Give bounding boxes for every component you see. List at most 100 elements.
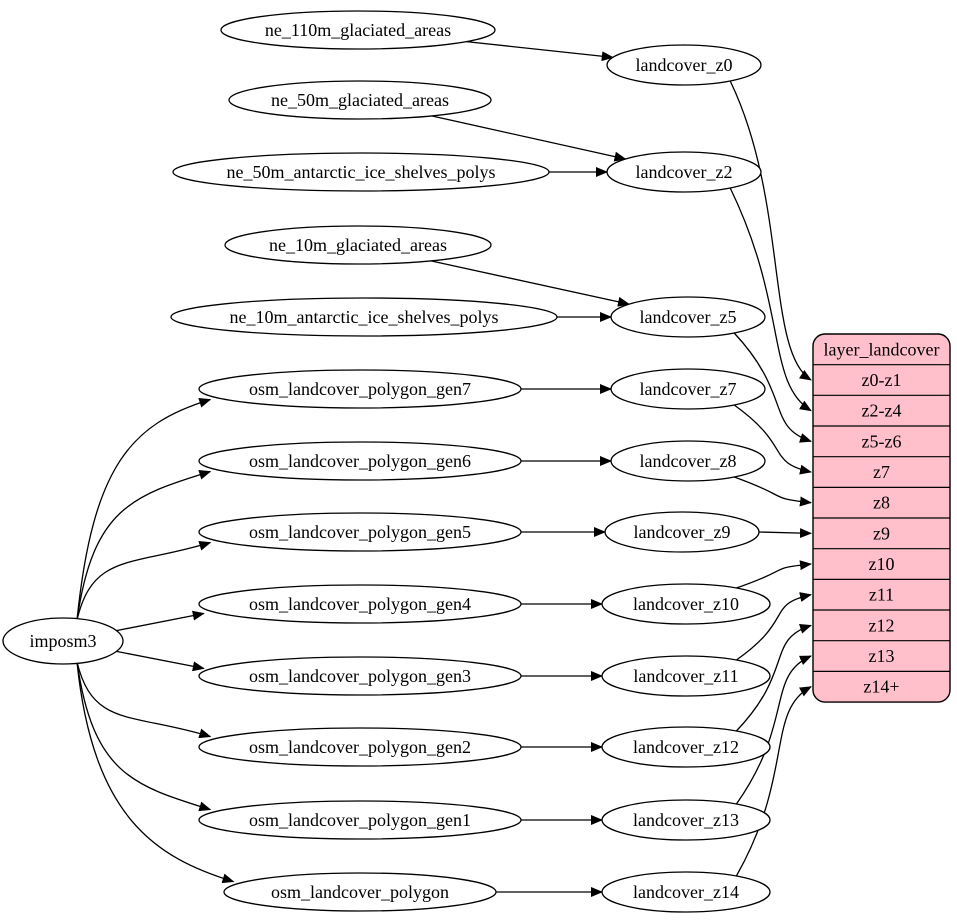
node-label-osm_landcover_polygon_gen3: osm_landcover_polygon_gen3 xyxy=(249,666,471,686)
record-title: layer_landcover xyxy=(824,339,940,359)
node-shape-landcover_z11 xyxy=(601,655,771,697)
node-label-osm_landcover_polygon_gen6: osm_landcover_polygon_gen6 xyxy=(249,451,471,471)
record-row-z8: z8 xyxy=(873,493,890,513)
node-shape-osm_landcover_polygon xyxy=(223,872,497,912)
node-ne_10m_antarctic_ice_shelves_polys: ne_10m_antarctic_ice_shelves_polys xyxy=(170,297,558,337)
node-label-osm_landcover_polygon_gen4: osm_landcover_polygon_gen4 xyxy=(249,594,471,614)
edge-landcover_z5-to-layer_landcover-z5-z6 xyxy=(733,332,812,443)
node-osm_landcover_polygon_gen1: osm_landcover_polygon_gen1 xyxy=(198,800,522,840)
node-shape-ne_10m_glaciated_areas xyxy=(224,225,492,265)
node-landcover_z5: landcover_z5 xyxy=(610,296,766,338)
edge-landcover_z8-to-layer_landcover-z8 xyxy=(733,476,812,507)
node-imposm3: imposm3 xyxy=(2,617,124,665)
node-landcover_z8: landcover_z8 xyxy=(610,440,766,482)
node-label-osm_landcover_polygon_gen2: osm_landcover_polygon_gen2 xyxy=(249,737,471,757)
edge-imposm3-to-osm_landcover_polygon_gen6 xyxy=(76,469,212,621)
record-row-z7: z7 xyxy=(873,462,890,482)
node-landcover_z10: landcover_z10 xyxy=(601,583,771,625)
edge-imposm3-to-osm_landcover_polygon_gen5 xyxy=(76,540,212,621)
node-shape-landcover_z5 xyxy=(610,296,766,338)
node-shape-osm_landcover_polygon_gen7 xyxy=(198,369,522,409)
node-shape-landcover_z14 xyxy=(601,871,771,913)
node-shape-ne_50m_antarctic_ice_shelves_polys xyxy=(172,152,550,192)
node-shape-imposm3 xyxy=(2,617,124,665)
edge-landcover_z13-to-layer_landcover-z13 xyxy=(735,655,812,805)
node-shape-landcover_z10 xyxy=(601,583,771,625)
node-ne_10m_glaciated_areas: ne_10m_glaciated_areas xyxy=(224,225,492,265)
node-shape-landcover_z7 xyxy=(610,368,766,410)
edge-ne_50m_glaciated_areas-to-landcover_z2 xyxy=(431,115,627,162)
node-osm_landcover_polygon_gen3: osm_landcover_polygon_gen3 xyxy=(198,656,522,696)
node-label-landcover_z14: landcover_z14 xyxy=(633,882,739,902)
node-osm_landcover_polygon_gen4: osm_landcover_polygon_gen4 xyxy=(198,584,522,624)
node-osm_landcover_polygon_gen7: osm_landcover_polygon_gen7 xyxy=(198,369,522,409)
node-label-landcover_z8: landcover_z8 xyxy=(640,451,737,471)
record-layer-landcover: layer_landcoverz0-z1z2-z4z5-z6z7z8z9z10z… xyxy=(812,333,951,703)
node-label-landcover_z12: landcover_z12 xyxy=(633,737,739,757)
node-landcover_z0: landcover_z0 xyxy=(606,44,762,86)
node-label-landcover_z2: landcover_z2 xyxy=(636,162,733,182)
edge-imposm3-to-osm_landcover_polygon_gen4 xyxy=(116,610,205,632)
node-shape-osm_landcover_polygon_gen4 xyxy=(198,584,522,624)
edge-ne_10m_glaciated_areas-to-landcover_z5 xyxy=(430,260,630,307)
node-shape-osm_landcover_polygon_gen3 xyxy=(198,656,522,696)
record-row-z11: z11 xyxy=(869,585,894,605)
node-shape-ne_10m_antarctic_ice_shelves_polys xyxy=(170,297,558,337)
node-shape-osm_landcover_polygon_gen6 xyxy=(198,441,522,481)
edge-imposm3-to-osm_landcover_polygon xyxy=(76,661,235,884)
node-shape-ne_50m_glaciated_areas xyxy=(228,80,492,120)
node-label-ne_10m_glaciated_areas: ne_10m_glaciated_areas xyxy=(269,235,447,255)
node-ne_50m_antarctic_ice_shelves_polys: ne_50m_antarctic_ice_shelves_polys xyxy=(172,152,550,192)
edge-landcover_z11-to-layer_landcover-z11 xyxy=(736,592,812,661)
node-osm_landcover_polygon_gen2: osm_landcover_polygon_gen2 xyxy=(198,727,522,767)
node-shape-landcover_z13 xyxy=(601,799,771,841)
nodes-layer: imposm3ne_110m_glaciated_areasne_50m_gla… xyxy=(2,10,771,913)
node-landcover_z14: landcover_z14 xyxy=(601,871,771,913)
record-row-z10: z10 xyxy=(869,554,895,574)
node-ne_110m_glaciated_areas: ne_110m_glaciated_areas xyxy=(220,10,496,50)
record-row-z12: z12 xyxy=(869,615,895,635)
node-label-ne_110m_glaciated_areas: ne_110m_glaciated_areas xyxy=(265,20,451,40)
edge-landcover_z7-to-layer_landcover-z7 xyxy=(733,404,812,475)
node-landcover_z11: landcover_z11 xyxy=(601,655,771,697)
node-landcover_z12: landcover_z12 xyxy=(601,726,771,768)
node-label-landcover_z13: landcover_z13 xyxy=(633,810,739,830)
edge-landcover_z12-to-layer_landcover-z12 xyxy=(735,624,812,732)
node-label-imposm3: imposm3 xyxy=(29,631,96,651)
node-label-osm_landcover_polygon_gen1: osm_landcover_polygon_gen1 xyxy=(249,810,471,830)
edge-landcover_z2-to-layer_landcover-z2-z4 xyxy=(729,187,812,412)
node-label-landcover_z5: landcover_z5 xyxy=(640,307,737,327)
node-label-landcover_z11: landcover_z11 xyxy=(633,666,738,686)
node-shape-landcover_z2 xyxy=(606,151,762,193)
record-row-z0-z1: z0-z1 xyxy=(862,370,902,390)
node-osm_landcover_polygon: osm_landcover_polygon xyxy=(223,872,497,912)
node-landcover_z9: landcover_z9 xyxy=(604,511,760,553)
node-label-osm_landcover_polygon_gen7: osm_landcover_polygon_gen7 xyxy=(249,379,471,399)
node-label-ne_10m_antarctic_ice_shelves_polys: ne_10m_antarctic_ice_shelves_polys xyxy=(230,307,499,327)
node-osm_landcover_polygon_gen6: osm_landcover_polygon_gen6 xyxy=(198,441,522,481)
node-label-landcover_z10: landcover_z10 xyxy=(633,594,739,614)
node-shape-landcover_z0 xyxy=(606,44,762,86)
edge-ne_110m_glaciated_areas-to-landcover_z0 xyxy=(466,40,614,62)
record-row-z5-z6: z5-z6 xyxy=(862,431,902,451)
node-shape-landcover_z9 xyxy=(604,511,760,553)
edge-imposm3-to-osm_landcover_polygon_gen2 xyxy=(76,661,212,739)
edge-landcover_z0-to-layer_landcover-z0-z1 xyxy=(729,80,812,381)
node-landcover_z13: landcover_z13 xyxy=(601,799,771,841)
node-osm_landcover_polygon_gen5: osm_landcover_polygon_gen5 xyxy=(198,512,522,552)
node-shape-landcover_z8 xyxy=(610,440,766,482)
record-row-z13: z13 xyxy=(869,646,895,666)
edge-landcover_z10-to-layer_landcover-z10 xyxy=(736,560,812,589)
edge-landcover_z9-to-layer_landcover-z9 xyxy=(758,528,812,539)
node-label-ne_50m_antarctic_ice_shelves_polys: ne_50m_antarctic_ice_shelves_polys xyxy=(227,162,496,182)
node-shape-landcover_z12 xyxy=(601,726,771,768)
node-label-landcover_z0: landcover_z0 xyxy=(636,55,733,75)
node-label-osm_landcover_polygon: osm_landcover_polygon xyxy=(271,882,449,902)
node-landcover_z7: landcover_z7 xyxy=(610,368,766,410)
node-shape-ne_110m_glaciated_areas xyxy=(220,10,496,50)
node-label-landcover_z7: landcover_z7 xyxy=(640,379,737,399)
edge-landcover_z14-to-layer_landcover-z14- xyxy=(735,686,812,877)
edge-imposm3-to-osm_landcover_polygon_gen3 xyxy=(116,650,205,672)
node-label-landcover_z9: landcover_z9 xyxy=(634,522,731,542)
